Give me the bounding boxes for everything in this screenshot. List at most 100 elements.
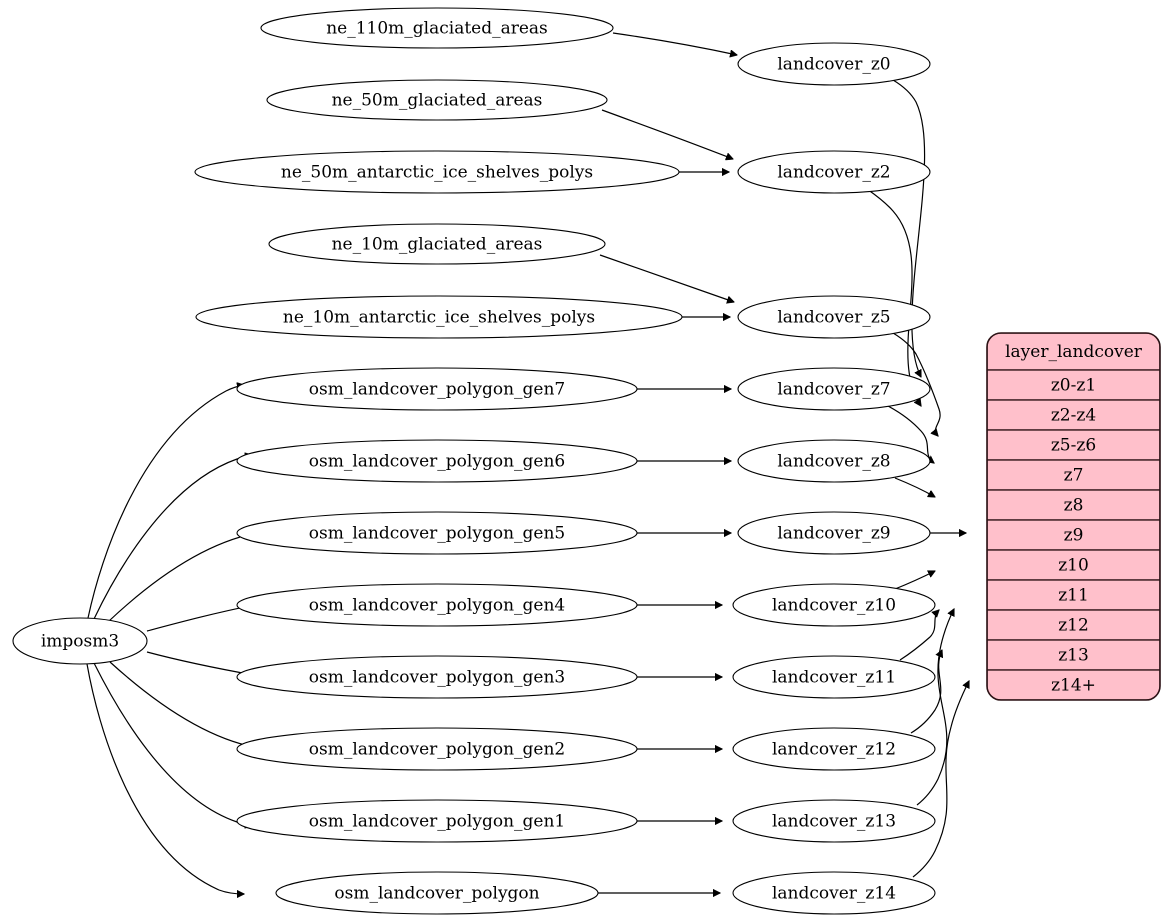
node-shape [737, 42, 931, 86]
node-landcover_z2[interactable]: landcover_z2 [737, 150, 931, 194]
node-landcover_z10[interactable]: landcover_z10 [732, 583, 936, 627]
table-row-label: z5-z6 [1051, 436, 1096, 456]
edge-landcover_z13-to-row_z13 [916, 609, 954, 806]
node-osm_landcover_polygon_gen1[interactable]: osm_landcover_polygon_gen1 [236, 799, 638, 843]
node-shape [732, 799, 936, 843]
node-shape [236, 511, 638, 555]
node-ne_50m_antarctic_ice_shelves_polys[interactable]: ne_50m_antarctic_ice_shelves_polys [194, 150, 680, 194]
node-osm_landcover_polygon[interactable]: osm_landcover_polygon [275, 871, 599, 915]
table-row-label: z9 [1064, 526, 1084, 546]
edge-ne_110m_glaciated_areas-to-landcover_z0 [612, 32, 737, 55]
table-row-rect [987, 519, 1160, 551]
node-landcover_z9[interactable]: landcover_z9 [737, 511, 931, 555]
table-row-label: z10 [1058, 556, 1089, 576]
node-label: landcover_z7 [777, 380, 890, 400]
edge-landcover_z11-to-row_z11 [899, 610, 939, 661]
node-landcover_z0[interactable]: landcover_z0 [737, 42, 931, 86]
node-osm_landcover_polygon_gen7[interactable]: osm_landcover_polygon_gen7 [236, 367, 638, 411]
node-osm_landcover_polygon_gen6[interactable]: osm_landcover_polygon_gen6 [236, 439, 638, 483]
node-label: osm_landcover_polygon [334, 884, 539, 904]
table-row-label: z2-z4 [1051, 406, 1096, 426]
node-osm_landcover_polygon_gen5[interactable]: osm_landcover_polygon_gen5 [236, 511, 638, 555]
node-ne_50m_glaciated_areas[interactable]: ne_50m_glaciated_areas [266, 79, 608, 121]
node-shape [260, 7, 614, 49]
node-ne_10m_antarctic_ice_shelves_polys[interactable]: ne_10m_antarctic_ice_shelves_polys [195, 295, 683, 339]
edge-line [910, 650, 942, 734]
edge-landcover_z7-to-row_z7 [887, 405, 934, 463]
table-row-z9[interactable]: z9 [987, 519, 1160, 551]
node-shape [737, 439, 931, 483]
table-row-z11[interactable]: z11 [987, 579, 1160, 611]
table-row-rect [987, 549, 1160, 581]
node-label: osm_landcover_polygon_gen2 [309, 740, 565, 760]
node-shape [268, 223, 606, 265]
node-shape [732, 871, 936, 915]
node-landcover_z12[interactable]: landcover_z12 [732, 727, 936, 771]
node-shape [236, 655, 638, 699]
edge-landcover_z14-to-row_z14 [912, 681, 969, 878]
node-shape [266, 79, 608, 121]
node-osm_landcover_polygon_gen4[interactable]: osm_landcover_polygon_gen4 [236, 583, 638, 627]
table-row-label: z13 [1058, 646, 1089, 666]
edge-imposm3-to-osm_landcover_polygon_gen7 [87, 385, 244, 619]
table-row-z10[interactable]: z10 [987, 549, 1160, 581]
table-row-z0-z1[interactable]: z0-z1 [987, 369, 1160, 401]
node-shape [737, 150, 931, 194]
edge-line [87, 385, 244, 619]
node-shape [236, 799, 638, 843]
table-row-z14-[interactable]: z14+ [987, 669, 1160, 700]
edge-landcover_z2-to-row_z2_z4 [866, 188, 921, 406]
table-row-z7[interactable]: z7 [987, 459, 1160, 491]
node-ne_110m_glaciated_areas[interactable]: ne_110m_glaciated_areas [260, 7, 614, 49]
node-label: ne_10m_glaciated_areas [332, 235, 543, 255]
edge-imposm3-to-osm_landcover_polygon_gen2 [109, 661, 259, 748]
table-row-rect [987, 429, 1160, 461]
node-label: landcover_z9 [777, 524, 890, 544]
source-node-imposm3[interactable]: imposm3 [12, 617, 148, 665]
node-landcover_z14[interactable]: landcover_z14 [732, 871, 936, 915]
node-shape [195, 295, 683, 339]
table-row-z2-z4[interactable]: z2-z4 [987, 399, 1160, 431]
table-row-z13[interactable]: z13 [987, 639, 1160, 671]
node-landcover_z13[interactable]: landcover_z13 [732, 799, 936, 843]
layer-landcover-table: layer_landcoverz0-z1z2-z4z5-z6z7z8z9z10z… [986, 332, 1161, 701]
edge-line [912, 681, 969, 878]
edge-line [899, 610, 939, 661]
edge-line [916, 609, 954, 806]
table-row-label: z8 [1064, 496, 1084, 516]
node-shape [236, 439, 638, 483]
edge-landcover_z10-to-row_z10 [894, 571, 935, 590]
node-landcover_z5[interactable]: landcover_z5 [737, 295, 931, 339]
node-landcover_z11[interactable]: landcover_z11 [732, 655, 936, 699]
node-landcover_z8[interactable]: landcover_z8 [737, 439, 931, 483]
nodes-layer: imposm3 ne_110m_glaciated_areas ne_50m_gla… [12, 7, 936, 915]
node-osm_landcover_polygon_gen2[interactable]: osm_landcover_polygon_gen2 [236, 727, 638, 771]
node-label: osm_landcover_polygon_gen6 [309, 452, 565, 472]
node-label: landcover_z2 [777, 163, 890, 183]
edge-landcover_z5-to-row_z5_z6 [892, 332, 941, 436]
table-row-rect [987, 609, 1160, 641]
node-shape [732, 655, 936, 699]
edge-landcover_z12-to-row_z12 [910, 650, 942, 734]
table-row-rect [987, 669, 1160, 700]
edge-line [599, 254, 734, 302]
node-shape [275, 871, 599, 915]
node-ne_10m_glaciated_areas[interactable]: ne_10m_glaciated_areas [268, 223, 606, 265]
edge-line [894, 571, 935, 590]
edge-line [86, 663, 244, 894]
edge-line [866, 188, 921, 406]
node-label: ne_50m_glaciated_areas [332, 91, 543, 111]
table-row-label: z14+ [1051, 676, 1096, 696]
table-row-z12[interactable]: z12 [987, 609, 1160, 641]
table-row-z5-z6[interactable]: z5-z6 [987, 429, 1160, 461]
node-label: landcover_z14 [772, 884, 896, 904]
node-landcover_z7[interactable]: landcover_z7 [737, 367, 931, 411]
table-row-label: z7 [1064, 466, 1084, 486]
edge-ne_50m_glaciated_areas-to-landcover_z2 [601, 109, 733, 159]
edge-line [887, 405, 934, 463]
table-row-label: z0-z1 [1051, 376, 1096, 396]
edge-line [892, 332, 941, 436]
node-osm_landcover_polygon_gen3[interactable]: osm_landcover_polygon_gen3 [236, 655, 638, 699]
table-row-z8[interactable]: z8 [987, 489, 1160, 521]
